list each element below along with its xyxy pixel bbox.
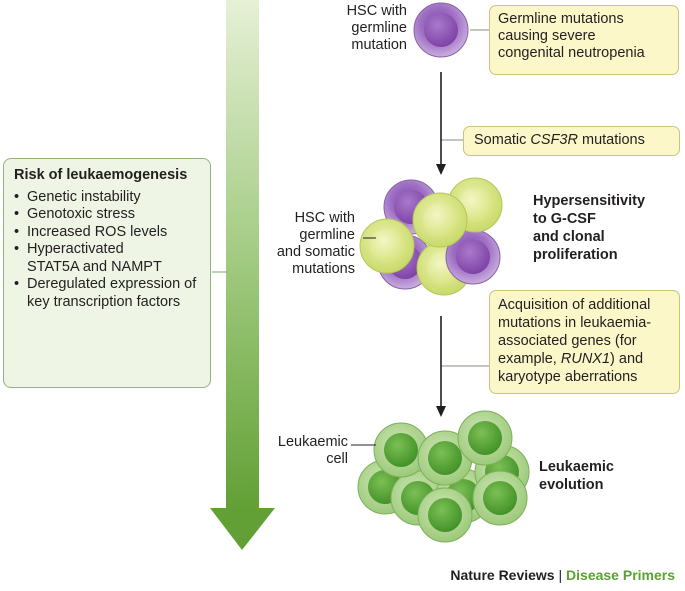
hsc-germline-cell bbox=[413, 2, 469, 58]
somatic-csf3r-note: Somatic CSF3R mutations bbox=[463, 126, 680, 156]
clonal-cell-cluster bbox=[359, 177, 503, 296]
hypersensitivity-label: Hypersensitivity to G-CSF and clonal pro… bbox=[533, 193, 646, 263]
risk-title: Risk of leukaemogenesis bbox=[14, 167, 188, 183]
leukaemogenesis-arrow bbox=[210, 0, 275, 550]
hsc-somatic-label: HSC with germline and somatic mutations bbox=[276, 210, 355, 277]
acquisition-note: Acquisition of additional mutations in l… bbox=[489, 290, 680, 394]
journal-brand: Nature Reviews bbox=[450, 567, 555, 583]
risk-item: Increased ROS levels bbox=[14, 224, 200, 242]
leukaemic-evolution-label: Leukaemic evolution bbox=[539, 459, 614, 493]
risk-of-leukaemogenesis-box: Risk of leukaemogenesis Genetic instabil… bbox=[3, 158, 211, 388]
germline-mutations-note: Germline mutations causing severe congen… bbox=[489, 5, 679, 75]
risk-item: Deregulated expression of key transcript… bbox=[14, 276, 197, 311]
leukaemic-cell-cluster bbox=[357, 410, 530, 543]
arrow-top bbox=[436, 72, 446, 175]
credit-separator: | bbox=[554, 567, 567, 583]
leukaemic-cell-label: Leukaemic cell bbox=[277, 434, 348, 467]
hsc-germline-label: HSC with germline mutation bbox=[346, 3, 407, 53]
risk-item: Genetic instability bbox=[14, 189, 200, 207]
risk-item: Hyperactivated STAT5A and NAMPT bbox=[14, 241, 177, 276]
journal-credit: Nature Reviews | Disease Primers bbox=[450, 567, 675, 583]
journal-series: Disease Primers bbox=[566, 567, 675, 583]
arrow-bottom bbox=[436, 316, 446, 417]
risk-item: Genotoxic stress bbox=[14, 206, 200, 224]
risk-list: Genetic instability Genotoxic stress Inc… bbox=[14, 189, 200, 312]
